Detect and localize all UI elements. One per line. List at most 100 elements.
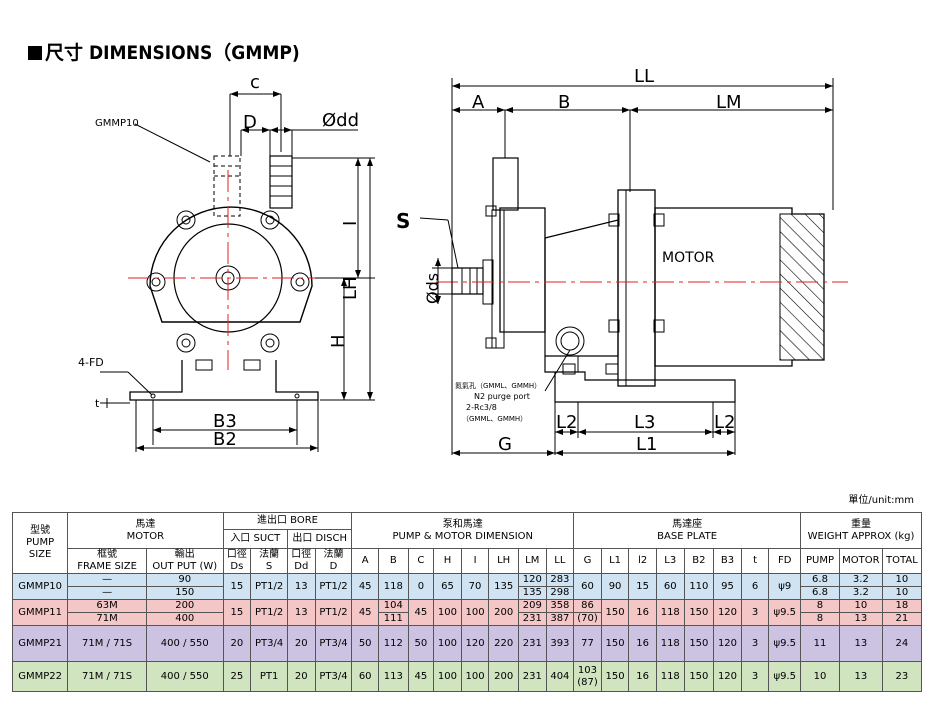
lm-cell: 120 (517, 573, 547, 587)
pump-cell: 6.8 (800, 573, 840, 587)
front-view (100, 91, 375, 452)
frame-cell: — (67, 573, 147, 587)
motor-cell: 3.2 (838, 573, 883, 587)
b-cell: 111 (377, 612, 409, 626)
a-cell: 50 (351, 625, 379, 662)
dim-S-label: S (396, 209, 410, 233)
h-cell: 65 (433, 573, 462, 600)
l1-cell: 90 (600, 573, 630, 600)
g-cell: 86 (573, 599, 602, 613)
table-header-row: 入口 SUCT 出口 DISCH (13, 529, 922, 549)
l3-cell: 118 (655, 599, 685, 626)
dd-cell: 13 (286, 573, 316, 600)
frame-cell: 71M (67, 612, 147, 626)
c-cell: 45 (407, 661, 435, 692)
l2-cell: 15 (628, 573, 657, 600)
frame-cell: 63M (67, 599, 147, 613)
lh-cell: 200 (488, 661, 519, 692)
g-cell: 60 (573, 573, 602, 600)
l1-cell: 150 (600, 599, 630, 626)
ll-cell: 358 (545, 599, 575, 613)
b2-cell: 150 (683, 599, 715, 626)
dim-t-label: t (95, 397, 100, 410)
header-col: C (407, 548, 435, 574)
total-cell: 10 (881, 573, 923, 587)
b-cell: 113 (377, 661, 409, 692)
b-cell: 104 (377, 599, 409, 613)
dim-G-label: G (498, 434, 512, 455)
dim-B2-label: B2 (213, 429, 237, 450)
dim-B-label: B (558, 92, 570, 113)
table-row: GMMP21 71M / 71S 400 / 550 20 PT3/4 20 P… (11, 625, 923, 662)
dim-A-label: A (472, 92, 485, 113)
dim-L2b-label: L2 (714, 412, 735, 433)
a-cell: 45 (351, 573, 379, 600)
s-cell: PT1 (250, 661, 288, 692)
header-col: B2 (683, 548, 715, 574)
l3-cell: 118 (655, 661, 685, 692)
s-cell: PT1/2 (250, 599, 288, 626)
dim-dd-label: Ødd (322, 110, 359, 131)
l2-cell: 16 (628, 599, 657, 626)
table-row: GMMP22 71M / 71S 400 / 550 25 PT1 20 PT3… (11, 661, 923, 692)
pump-cell: 8 (800, 612, 840, 626)
total-cell: 21 (881, 612, 923, 626)
header-col: I (460, 548, 490, 574)
frame-cell: 71M / 71S (67, 625, 147, 662)
model-cell: GMMP21 (11, 625, 69, 662)
header-col: MOTOR (838, 548, 883, 574)
l1-cell: 150 (600, 661, 630, 692)
output-cell: 150 (145, 586, 224, 600)
h-cell: 100 (433, 625, 462, 662)
ds-cell: 25 (222, 661, 252, 692)
g-cell: (70) (573, 612, 602, 626)
rc2-label: （GMML、GMMH） (462, 415, 527, 423)
frame-cell: 71M / 71S (67, 661, 147, 692)
b3-cell: 95 (713, 573, 742, 600)
motor-cell: 13 (838, 612, 883, 626)
output-cell: 200 (145, 599, 224, 613)
header-col: LM (517, 548, 547, 574)
lm-cell: 135 (517, 586, 547, 600)
i-cell: 70 (460, 573, 490, 600)
i-cell: 100 (460, 661, 490, 692)
motor-cell: 13 (838, 661, 883, 692)
header-col: A (351, 548, 379, 574)
header-col: G (573, 548, 602, 574)
d-cell: PT1/2 (314, 573, 353, 600)
header-disch: 出口 DISCH (286, 529, 353, 549)
t-cell: 6 (740, 573, 770, 600)
l1-cell: 150 (600, 625, 630, 662)
fd-cell: ψ9.5 (768, 625, 802, 662)
output-cell: 400 / 550 (145, 661, 224, 692)
t-cell: 3 (740, 599, 770, 626)
header-col: L1 (600, 548, 630, 574)
header-col: B (377, 548, 409, 574)
dimension-drawing: c D Ødd GMMP10 4-FD t I LH H B3 B2 (78, 66, 848, 456)
total-cell: 24 (881, 625, 923, 662)
ll-cell: 298 (545, 586, 575, 600)
total-cell: 23 (881, 661, 923, 692)
header-col: LH (488, 548, 519, 574)
dim-I-label: I (340, 221, 361, 226)
c-cell: 45 (407, 599, 435, 626)
model-cell: GMMP11 (11, 599, 69, 626)
model-cell: GMMP22 (11, 661, 69, 692)
table-row: 71M 400 111 231 387 (70) 8 13 21 (13, 612, 923, 626)
dim-H-label: H (328, 334, 349, 348)
ds-cell: 15 (222, 599, 252, 626)
model-cell: GMMP10 (11, 573, 69, 600)
b3-cell: 120 (713, 625, 742, 662)
motor-cell: 13 (838, 625, 883, 662)
pump-cell: 10 (800, 661, 840, 692)
dim-L1-label: L1 (636, 434, 657, 455)
b2-cell: 150 (683, 625, 715, 662)
